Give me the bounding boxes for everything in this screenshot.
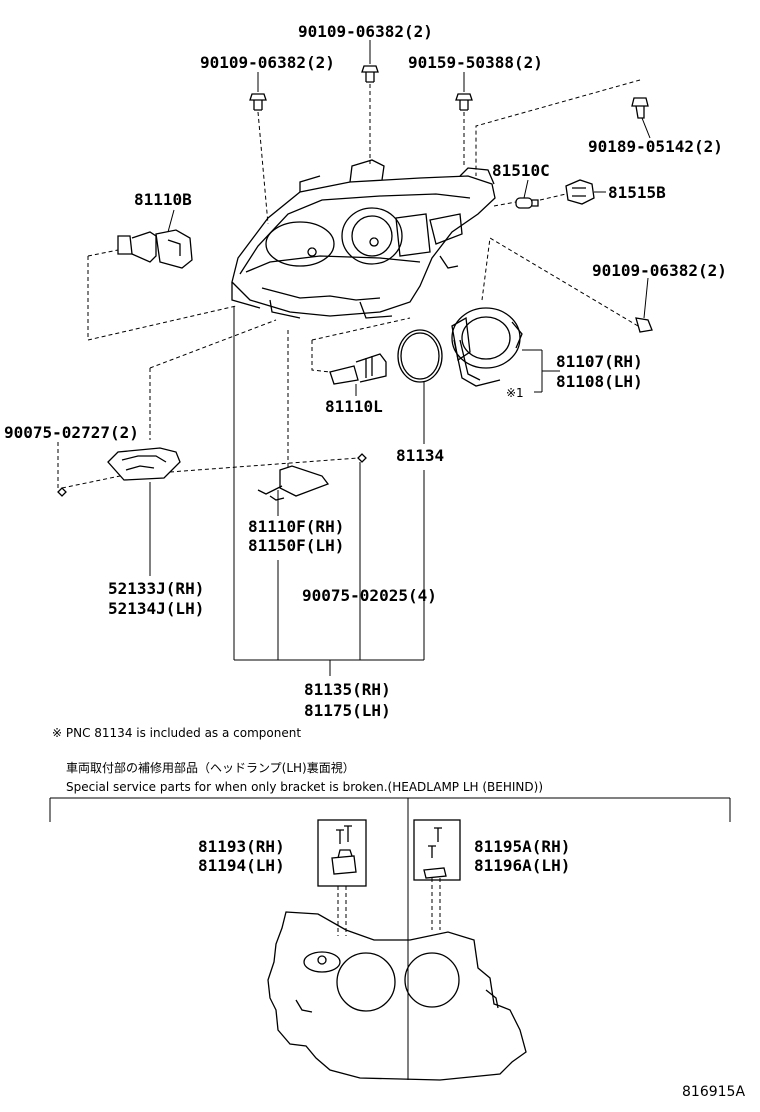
en-caption: Special service parts for when only brac… [66, 780, 544, 794]
leader-lines [149, 40, 651, 676]
label-81134: 81134 [396, 446, 445, 465]
diagram-id: 816915A [682, 1084, 746, 1100]
headlamp-back-view-drawing [267, 911, 527, 1081]
label-81135-rh: 81135(RH) [304, 680, 391, 699]
label-81194-lh: 81194(LH) [198, 856, 285, 875]
label-90109-06382-top: 90109-06382(2) [298, 22, 433, 41]
label-90075-02025: 90075-02025(4) [302, 586, 437, 605]
actuator-81110f-drawing [257, 453, 367, 501]
label-81515b: 81515B [608, 183, 666, 202]
label-90109-06382-right: 90109-06382(2) [592, 261, 727, 280]
label-81193-rh: 81193(RH) [198, 837, 285, 856]
bolt-top-right [455, 93, 473, 111]
label-81175-lh: 81175(LH) [304, 701, 391, 720]
bulb-81510c-drawing [515, 197, 539, 209]
bolt-top-left [249, 93, 267, 111]
component-note: ※ PNC 81134 is included as a component [52, 726, 302, 740]
dashed-guide-lines [57, 79, 641, 936]
label-81195a-rh: 81195A(RH) [474, 837, 571, 856]
label-81110f-rh: 81110F(RH) [248, 517, 345, 536]
bulb-81110b-drawing [117, 229, 193, 269]
note-mark-1: ※1 [506, 386, 524, 400]
socket-81515b-drawing [565, 179, 595, 205]
label-52134j-lh: 52134J(LH) [108, 599, 205, 618]
label-81107-rh: 81107(RH) [556, 352, 643, 371]
label-90075-02727: 90075-02727(2) [4, 423, 139, 442]
gasket-81134-drawing [397, 329, 443, 383]
label-81108-lh: 81108(LH) [556, 372, 643, 391]
label-90189-05142: 90189-05142(2) [588, 137, 723, 156]
headlamp-housing-drawing [231, 159, 496, 319]
bolt-top-center [361, 65, 379, 83]
label-81110b: 81110B [134, 190, 192, 209]
label-81196a-lh: 81196A(LH) [474, 856, 571, 875]
bolt-right-mid [635, 317, 653, 333]
label-81110l: 81110L [325, 397, 383, 416]
clip-right [631, 97, 649, 119]
label-52133j-rh: 52133J(RH) [108, 579, 205, 598]
bracket-81195a-kit-drawing [413, 819, 461, 881]
label-90109-06382-left: 90109-06382(2) [200, 53, 335, 72]
bracket-52133j-drawing [57, 447, 181, 497]
label-81150f-lh: 81150F(LH) [248, 536, 345, 555]
bulb-81110l-drawing [329, 353, 387, 385]
bracket-81193-kit-drawing [317, 819, 367, 887]
lower-section-frame [49, 797, 731, 1080]
jp-caption: 車両取付部の補修用部品（ヘッドランプ(LH)裏面視） [66, 761, 355, 775]
label-81510c: 81510C [492, 161, 550, 180]
igniter-81107-drawing [451, 307, 523, 387]
label-90159-50388: 90159-50388(2) [408, 53, 543, 72]
